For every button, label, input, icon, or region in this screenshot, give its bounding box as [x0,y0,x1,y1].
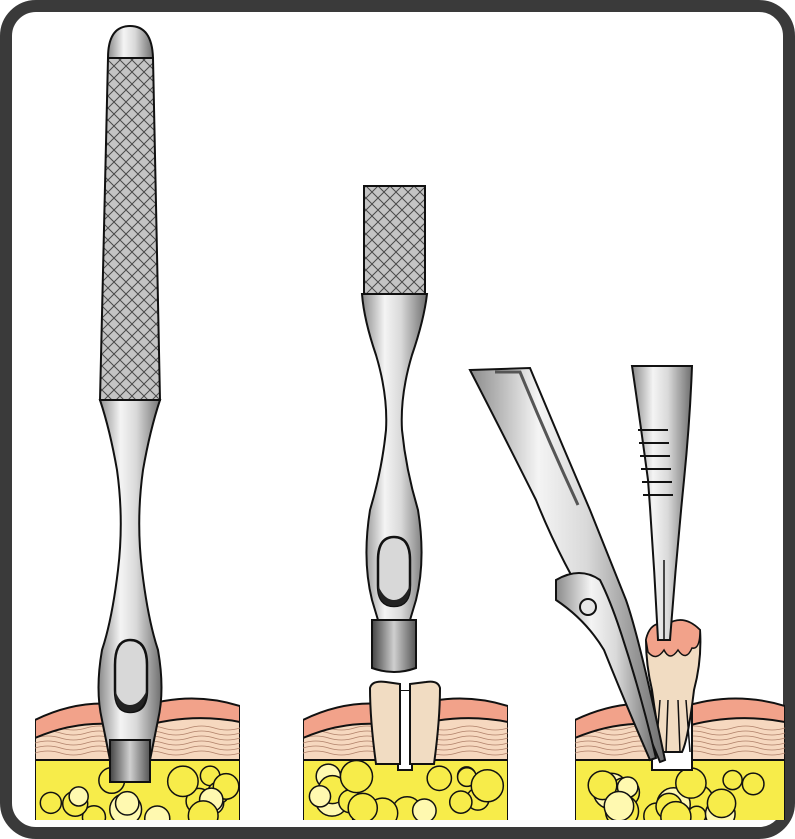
panel-1-punch-inserted [99,26,162,782]
fat-globule [309,786,330,807]
skin-block-2 [297,690,508,834]
punch-handle-knurled-short [364,186,425,294]
fat-globule [604,791,633,820]
fat-globule [742,773,764,795]
fat-globule [116,792,139,815]
fat-globule [40,792,61,813]
scissors-pivot [580,599,596,615]
punch-barrel-2 [372,620,416,672]
fat-globule [413,799,436,822]
fat-globule [676,768,706,798]
fat-globule [168,766,198,796]
fat-globule [471,770,503,802]
fat-globule [427,766,451,790]
punch-barrel [110,740,150,782]
fat-globule [69,787,88,806]
fat-globule [348,793,377,822]
fat-globule [340,760,372,792]
punch-handle-knurled [100,58,160,400]
fat-globule [707,789,735,817]
fat-globule [450,791,472,813]
fat-globule [723,771,742,790]
